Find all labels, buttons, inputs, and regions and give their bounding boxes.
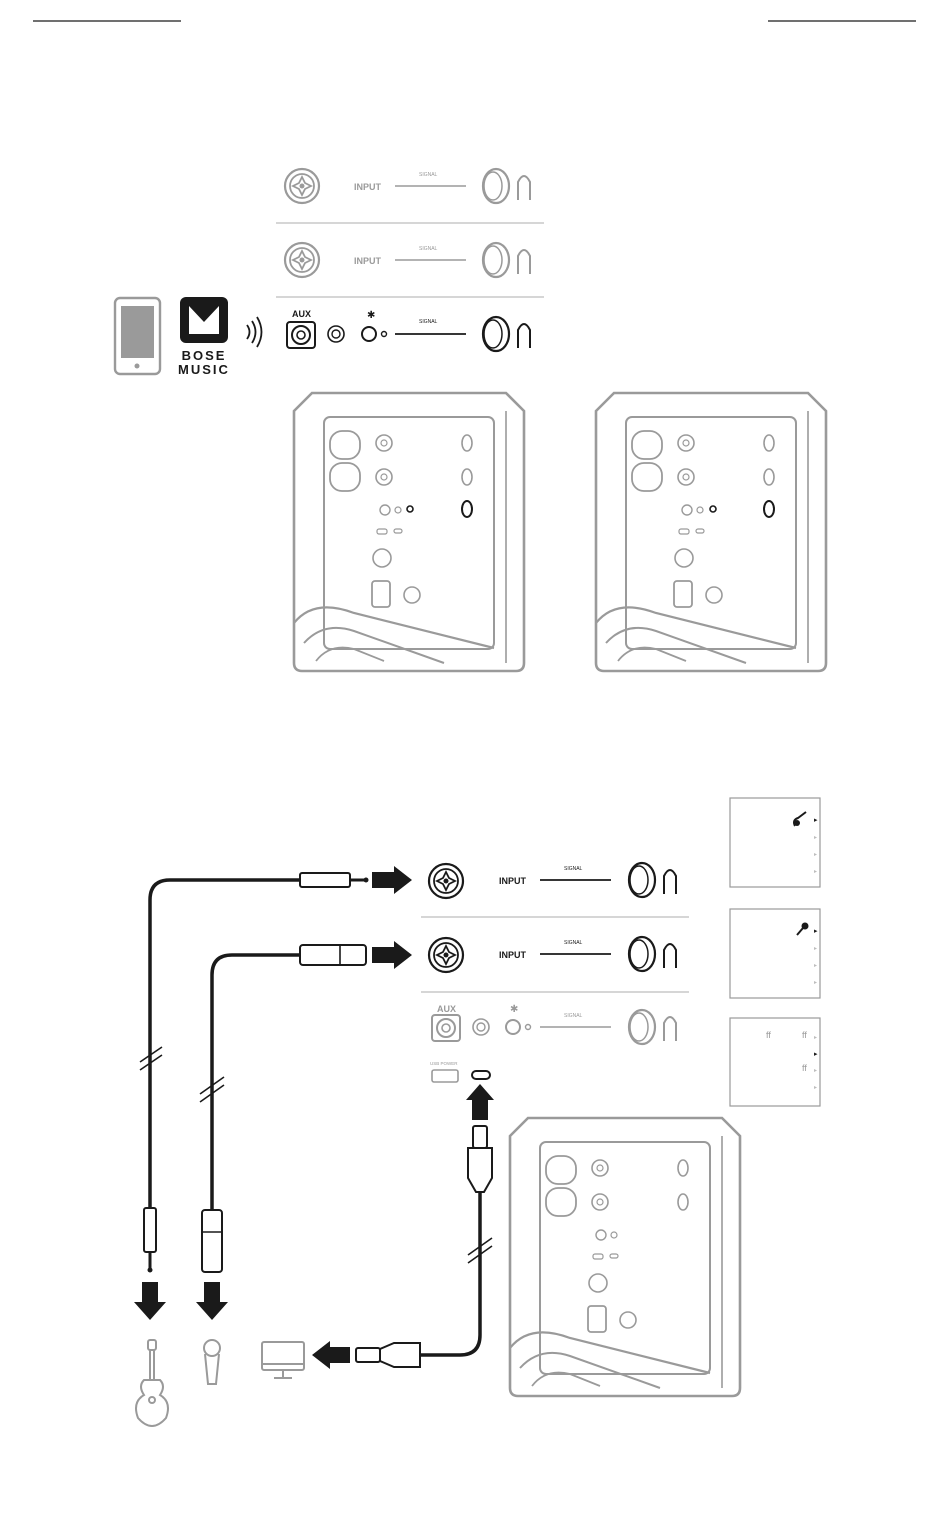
signal-label: SIGNAL	[564, 1013, 583, 1019]
down-arrow-icon	[134, 1282, 166, 1320]
bluetooth-button	[362, 327, 376, 341]
svg-text:▸: ▸	[814, 963, 817, 969]
signal-label: SIGNAL	[564, 940, 583, 946]
svg-text:▸: ▸	[814, 835, 817, 841]
input-label: INPUT	[499, 876, 527, 886]
insert-arrow-icon	[372, 941, 412, 969]
menu3-item-c: ff	[802, 1063, 807, 1073]
usb-power-port	[432, 1070, 458, 1082]
insert-arrow-icon	[372, 866, 412, 894]
input-label: INPUT	[354, 256, 382, 266]
volume-knob-icon	[483, 317, 530, 351]
phone-icon	[115, 298, 160, 374]
volume-knob-icon	[629, 1010, 676, 1044]
menu3-item-b: ff	[802, 1030, 807, 1040]
signal-label: SIGNAL	[564, 866, 583, 872]
top-input-row-2: INPUT SIGNAL	[285, 243, 530, 277]
computer-monitor-icon	[262, 1342, 304, 1378]
bottom-aux-row: AUX ✱ SIGNAL	[432, 1004, 676, 1044]
svg-text:▸: ▸	[814, 946, 817, 952]
input-label: INPUT	[499, 950, 527, 960]
volume-knob-icon	[629, 863, 676, 897]
guitar-cable	[134, 866, 412, 1320]
usb-power-label: USB POWER	[430, 1061, 458, 1066]
bottom-control-panel: INPUT SIGNAL INPUT SIGNAL AUX ✱ SIGNAL	[421, 863, 689, 1082]
volume-knob-icon	[483, 243, 530, 277]
menu-panel-3: ff ff ▸ ▸ ff ▸ ▸	[730, 1018, 820, 1106]
speaker-left-bt-highlight	[407, 501, 472, 517]
bottom-input-row-1: INPUT SIGNAL	[429, 863, 676, 898]
signal-label: SIGNAL	[419, 172, 438, 178]
bluetooth-icon: ✱	[367, 310, 375, 321]
top-input-row-1: INPUT SIGNAL	[285, 169, 530, 203]
down-arrow-icon	[196, 1282, 228, 1320]
speaker-left	[294, 393, 524, 671]
aux-jack-icon	[473, 1019, 489, 1035]
bose-music-app-icon: BOSE MUSIC	[178, 297, 230, 377]
svg-text:▸: ▸	[814, 1085, 817, 1091]
microphone-icon	[204, 1340, 220, 1384]
svg-text:▸: ▸	[814, 869, 817, 875]
menu3-item-a: ff	[766, 1030, 771, 1040]
mic-cable	[196, 941, 412, 1320]
usb-c-port	[472, 1071, 490, 1079]
speaker-right	[596, 393, 826, 671]
svg-text:▸: ▸	[814, 980, 817, 986]
combo-jack-icon	[429, 864, 463, 898]
svg-text:▸: ▸	[814, 1068, 817, 1074]
volume-knob-icon	[483, 169, 530, 203]
wireless-signal-icon	[247, 317, 262, 347]
svg-text:▸: ▸	[814, 817, 818, 824]
top-aux-row: AUX ✱ SIGNAL	[287, 309, 530, 351]
aux-label: AUX	[292, 309, 311, 319]
guitar-icon	[794, 812, 806, 826]
svg-text:▸: ▸	[814, 1051, 818, 1058]
aux-jack-icon	[328, 326, 344, 342]
microphone-icon	[797, 923, 809, 936]
signal-label: SIGNAL	[419, 319, 438, 325]
bose-logo-line2: MUSIC	[178, 362, 230, 377]
svg-text:▸: ▸	[814, 1035, 817, 1041]
svg-text:▸: ▸	[814, 852, 817, 858]
volume-knob-icon	[629, 937, 676, 971]
guitar-icon	[136, 1340, 168, 1426]
aux-label: AUX	[437, 1004, 456, 1014]
input-label: INPUT	[354, 182, 382, 192]
svg-text:▸: ▸	[814, 928, 818, 935]
combo-jack-icon	[429, 938, 463, 972]
up-arrow-icon	[466, 1084, 494, 1120]
bluetooth-icon: ✱	[510, 1004, 518, 1015]
bottom-input-row-2: INPUT SIGNAL	[429, 937, 676, 972]
menu-panel-1: ▸ ▸ ▸ ▸	[730, 798, 820, 887]
combo-jack-icon	[285, 243, 319, 277]
speaker-bottom	[510, 1118, 740, 1396]
top-control-panel: INPUT SIGNAL INPUT SIGNAL AUX ✱ SIGNAL	[276, 169, 544, 351]
usb-cable	[312, 1084, 494, 1369]
menu-panel-2: ▸ ▸ ▸ ▸	[730, 909, 820, 998]
left-arrow-icon	[312, 1341, 350, 1369]
combo-jack-icon	[285, 169, 319, 203]
signal-label: SIGNAL	[419, 246, 438, 252]
bose-logo-line1: BOSE	[182, 348, 227, 363]
speaker-right-bt-highlight	[710, 501, 774, 517]
